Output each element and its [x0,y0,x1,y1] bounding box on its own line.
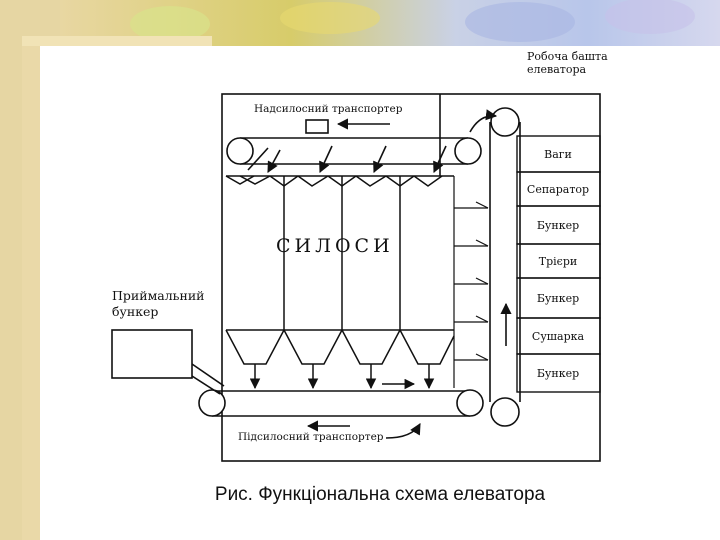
top-conveyor-left-pulley [226,137,254,165]
bottom-conveyor-label: Підсилосний транспортер [238,431,384,443]
bottom-conveyor-left-pulley [198,389,226,417]
receiving-hopper-label-line-1: Приймальний [112,288,204,303]
silos-label: СИЛОСИ [276,235,394,257]
room-labels: Ваги Сепаратор Бункер Трієри Бункер Суша… [527,148,589,380]
top-conveyor-label: Надсилосний транспортер [254,103,403,115]
slide-canvas: Робоча башта елеватора Надсилосний транс… [40,46,720,540]
room-label-separator: Сепаратор [527,183,589,196]
room-label-scales: Ваги [544,148,572,161]
elevator-bottom-pulley [490,397,520,427]
tower-label-line-1: Робоча башта [527,50,608,63]
silo-hopper-4 [399,329,455,365]
room-label-hopper-2: Бункер [537,292,579,305]
room-label-hopper-1: Бункер [537,219,579,232]
room-hopper-3 [516,353,601,393]
room-label-dryer: Сушарка [532,330,585,343]
receiving-hopper [111,329,225,395]
elevator-top-pulley [490,107,520,137]
tower-label: Робоча башта елеватора [527,50,611,76]
tower-rooms [516,135,601,393]
distribution-spouts [453,176,489,388]
silo-hopper-3 [341,329,401,365]
bottom-conveyor-right-pulley [456,389,484,417]
silos [225,175,455,390]
elevator-diagram: Робоча башта елеватора Надсилосний транс… [111,50,611,462]
tripper-car [305,119,329,134]
top-conveyor [226,118,482,174]
receiving-hopper-label-line-2: бункер [112,304,158,319]
bottom-conveyor [198,389,484,439]
figure-caption: Рис. Функціональна схема елеватора [214,484,546,505]
silo-hopper-2 [283,329,343,365]
top-conveyor-right-pulley [454,137,482,165]
bucket-elevator [469,107,521,427]
room-label-hopper-3: Бункер [537,367,579,380]
tower-label-line-2: елеватора [527,63,587,76]
receiving-hopper-label: Приймальний бункер [112,288,208,319]
silo-hopper-1 [225,329,285,365]
room-label-trier: Трієри [539,255,577,268]
